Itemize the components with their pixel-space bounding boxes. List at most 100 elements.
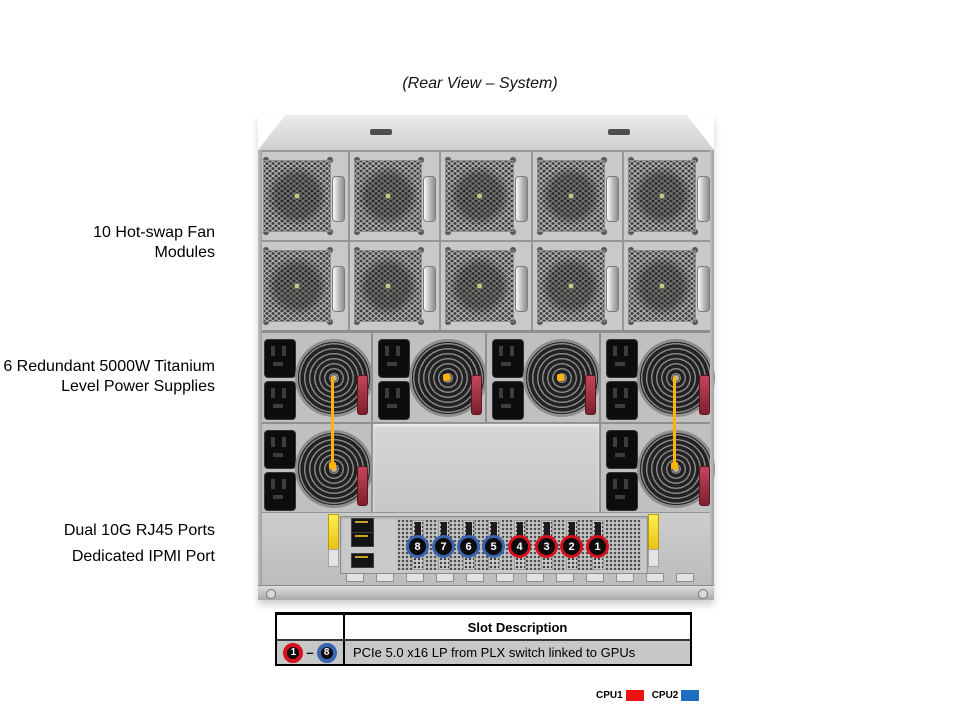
psu-module	[600, 423, 715, 514]
fan-handle	[605, 266, 619, 312]
callout-dot	[671, 462, 678, 469]
bracket-tab	[676, 573, 694, 582]
bracket-tab-row	[346, 573, 694, 582]
callout-line-psu-vertical-left	[331, 377, 334, 467]
fan-module	[531, 241, 623, 331]
rj45-port-2	[351, 532, 374, 547]
slot-1-badge-icon: 1	[283, 642, 304, 663]
psu-latch	[699, 466, 710, 506]
legend-cpu1-label: CPU1	[596, 690, 623, 701]
label-rj45-ports: Dual 10G RJ45 Ports	[63, 522, 215, 539]
power-inlet	[264, 339, 296, 378]
label-power-supplies: 6 Redundant 5000W Titanium Level Power S…	[3, 358, 215, 395]
bracket-tab	[556, 573, 574, 582]
legend-cpu2-label: CPU2	[651, 690, 679, 701]
fan-module	[622, 241, 715, 331]
bracket-tab	[346, 573, 364, 582]
callout-line-psu-vertical-right	[673, 377, 676, 467]
screw	[266, 589, 276, 599]
psu-module	[600, 332, 715, 423]
power-inlet	[264, 472, 296, 511]
fan-module	[258, 241, 350, 331]
table-header-row: Slot Description	[277, 615, 690, 639]
range-dash: –	[306, 645, 314, 660]
callout-dot	[329, 462, 336, 469]
power-inlet	[606, 430, 638, 469]
fan-handle	[514, 266, 528, 312]
fan-grille	[627, 250, 697, 322]
psu-row-bottom	[258, 423, 715, 514]
fan-handle	[697, 266, 711, 312]
ipmi-port	[351, 553, 374, 568]
legend-cpu2-swatch	[681, 690, 700, 701]
fan-grille	[354, 250, 423, 322]
power-supply-section	[258, 330, 715, 514]
bracket-tab	[406, 573, 424, 582]
psu-latch	[471, 375, 482, 415]
io-panel: 8 7 6 5 4 3 2 1	[340, 516, 648, 574]
server-chassis: 8 7 6 5 4 3 2 1	[258, 115, 715, 600]
psu-latch	[699, 375, 710, 415]
fan-grille	[445, 250, 514, 322]
table-description-cell: PCIe 5.0 x16 LP from PLX switch linked t…	[353, 645, 636, 660]
fan-module	[349, 241, 441, 331]
fan-module	[349, 151, 441, 241]
legend-cpu1-swatch	[625, 690, 644, 701]
fan-row-bottom	[258, 241, 715, 331]
fan-handle	[423, 266, 437, 312]
fan-handle	[332, 176, 346, 222]
psu-latch	[357, 466, 368, 506]
slot-number-badge: 3	[535, 535, 558, 558]
screw	[698, 589, 708, 599]
psu-module	[372, 332, 487, 423]
cpu-legend: CPU1 CPU2	[596, 690, 707, 701]
slot-number-badge: 1	[586, 535, 609, 558]
fan-grille	[627, 160, 697, 232]
label-fan-modules: 10 Hot-swap Fan Modules	[93, 224, 215, 261]
table-row: 1 – 8 PCIe 5.0 x16 LP from PLX switch li…	[277, 639, 690, 664]
bracket-tab	[616, 573, 634, 582]
fan-module	[531, 151, 623, 241]
fan-module	[440, 151, 532, 241]
bracket-tab	[646, 573, 664, 582]
fan-grille	[445, 160, 514, 232]
power-inlet	[606, 381, 638, 420]
lid-handle-slot	[608, 129, 630, 135]
lid-handle-slot	[370, 129, 392, 135]
power-inlet	[378, 381, 410, 420]
bracket-tab	[586, 573, 604, 582]
power-inlet	[492, 381, 524, 420]
bracket-tab	[376, 573, 394, 582]
fan-grille	[263, 160, 332, 232]
slot-number-badge: 2	[560, 535, 583, 558]
fan-handle	[605, 176, 619, 222]
blank-filler-panel	[372, 423, 600, 514]
fan-handle	[697, 176, 711, 222]
rear-io-section: 8 7 6 5 4 3 2 1	[258, 512, 714, 585]
psu-module	[258, 423, 373, 514]
bracket-tab	[526, 573, 544, 582]
fan-grille	[536, 250, 605, 322]
slot-number-badge: 6	[457, 535, 480, 558]
fan-module-section	[258, 150, 715, 331]
table-header-description-cell: Slot Description	[467, 619, 568, 635]
psu-latch	[357, 375, 368, 415]
release-latch	[648, 514, 659, 550]
power-inlet	[606, 339, 638, 378]
fan-module	[440, 241, 532, 331]
chassis-bottom-bar	[258, 585, 714, 600]
psu-row-top	[258, 332, 715, 423]
psu-module	[258, 332, 373, 423]
slot-number-badge: 5	[482, 535, 505, 558]
fan-module	[258, 151, 350, 241]
label-ipmi-port: Dedicated IPMI Port	[71, 548, 215, 565]
fan-row-top	[258, 151, 715, 241]
slot-number-badge: 8	[406, 535, 429, 558]
power-inlet	[264, 381, 296, 420]
chassis-right-rail	[710, 150, 714, 585]
release-latch-tail	[648, 549, 659, 567]
power-inlet	[492, 339, 524, 378]
slot-number-badge: 7	[432, 535, 455, 558]
slot-8-badge-icon: 8	[316, 642, 337, 663]
